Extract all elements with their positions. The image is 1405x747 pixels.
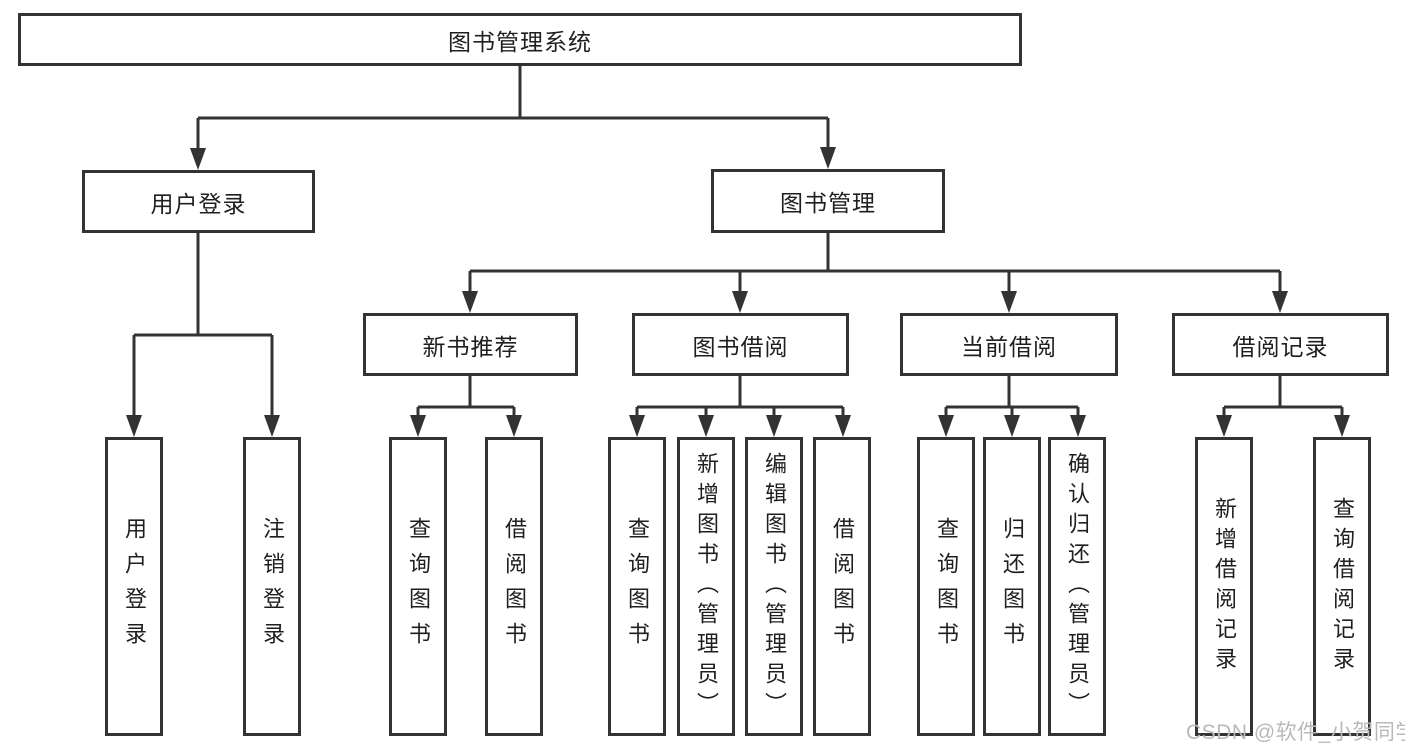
node-label: 图书借阅 [692, 333, 789, 360]
node-leaf-bb-borrow-books: 借阅图书 [813, 437, 871, 736]
arrowhead-down-icon [190, 148, 206, 170]
arrowhead-down-icon [1001, 291, 1017, 313]
arrowhead-down-icon [410, 415, 426, 437]
node-label: 新书推荐 [422, 333, 519, 360]
node-leaf-br-add-record: 新增借阅记录 [1195, 437, 1253, 736]
node-borrow-records: 借阅记录 [1172, 313, 1389, 376]
node-root: 图书管理系统 [18, 13, 1022, 66]
arrowhead-down-icon [506, 415, 522, 437]
node-label: 新增借阅记录 [1212, 496, 1237, 677]
arrowhead-down-icon [264, 415, 280, 437]
arrowhead-down-icon [629, 415, 645, 437]
node-label: 当前借阅 [961, 333, 1057, 360]
arrowhead-down-icon [1334, 415, 1350, 437]
connector-new-book-recommend [416, 376, 516, 417]
node-leaf-cb-confirm-return-admin: 确认归还（管理员） [1048, 437, 1106, 736]
node-label: 查询图书 [934, 516, 959, 657]
arrowhead-down-icon [126, 415, 142, 437]
node-label: 借阅图书 [502, 516, 527, 657]
arrowhead-down-icon [1070, 415, 1086, 437]
node-book-borrowing: 图书借阅 [632, 313, 849, 376]
node-label: 归还图书 [1000, 516, 1025, 657]
connector-current-borrowing [944, 376, 1080, 417]
node-user-login: 用户登录 [82, 170, 315, 233]
connector-book-management [468, 233, 1282, 293]
connector-root [196, 66, 830, 150]
node-leaf-user-login: 用户登录 [105, 437, 163, 736]
node-leaf-cb-query-books: 查询图书 [917, 437, 975, 736]
node-leaf-bb-add-books-admin: 新增图书（管理员） [677, 437, 735, 736]
node-leaf-bb-query-books: 查询图书 [608, 437, 666, 736]
node-leaf-nb-borrow-books: 借阅图书 [485, 437, 543, 736]
node-current-borrowing: 当前借阅 [900, 313, 1118, 376]
arrowhead-down-icon [835, 415, 851, 437]
node-label: 查询借阅记录 [1330, 496, 1355, 677]
node-new-book-recommend: 新书推荐 [363, 313, 578, 376]
node-leaf-logout: 注销登录 [243, 437, 301, 736]
node-label: 借阅记录 [1232, 333, 1329, 360]
node-book-management: 图书管理 [711, 169, 945, 233]
csdn-watermark: CSDN @软件_小贺同学 [1186, 721, 1405, 744]
node-label: 查询图书 [406, 516, 431, 657]
arrowhead-down-icon [938, 415, 954, 437]
arrowhead-down-icon [732, 291, 748, 313]
arrowhead-down-icon [766, 415, 782, 437]
node-label: 新增图书（管理员） [694, 451, 719, 722]
node-leaf-nb-query-books: 查询图书 [389, 437, 447, 736]
node-label: 借阅图书 [830, 516, 855, 657]
connector-book-borrowing [635, 376, 845, 417]
node-label: 注销登录 [260, 516, 285, 657]
arrowhead-down-icon [1272, 291, 1288, 313]
arrowhead-down-icon [1004, 415, 1020, 437]
node-leaf-bb-edit-books-admin: 编辑图书（管理员） [745, 437, 803, 736]
arrowhead-down-icon [1216, 415, 1232, 437]
node-label: 编辑图书（管理员） [762, 451, 787, 722]
node-leaf-br-query-record: 查询借阅记录 [1313, 437, 1371, 736]
node-label: 用户登录 [150, 190, 247, 217]
node-label: 图书管理系统 [448, 28, 592, 55]
arrowhead-down-icon [698, 415, 714, 437]
arrowhead-down-icon [462, 291, 478, 313]
node-label: 查询图书 [625, 516, 650, 657]
node-label: 图书管理 [780, 190, 876, 216]
connector-user-login [132, 233, 274, 417]
connector-borrow-records [1222, 376, 1344, 417]
node-label: 确认归还（管理员） [1065, 451, 1090, 722]
arrowhead-down-icon [820, 147, 836, 169]
node-leaf-cb-return-books: 归还图书 [983, 437, 1041, 736]
node-label: 用户登录 [122, 516, 147, 657]
